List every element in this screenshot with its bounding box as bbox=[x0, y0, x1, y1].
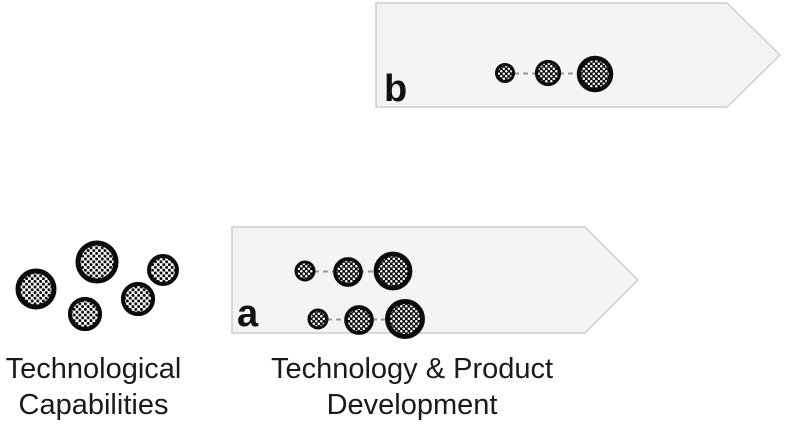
capability-dot bbox=[294, 260, 316, 282]
capability-dot bbox=[147, 254, 179, 286]
capability-dot bbox=[495, 63, 515, 83]
capability-dot bbox=[373, 251, 413, 291]
capability-dot bbox=[120, 281, 156, 317]
capability-dot bbox=[344, 305, 374, 335]
capability-dot bbox=[385, 299, 425, 339]
capability-dot bbox=[534, 59, 562, 87]
capability-dot bbox=[75, 240, 119, 284]
capability-dot bbox=[333, 257, 363, 287]
capability-dot bbox=[576, 55, 614, 93]
capability-dot bbox=[67, 296, 103, 332]
process-arrow-a bbox=[231, 226, 640, 334]
arrow-label-a: a bbox=[237, 293, 259, 335]
capability-dot bbox=[15, 268, 57, 310]
process-arrow-b bbox=[375, 2, 782, 108]
arrow-label-b: b bbox=[384, 68, 407, 110]
caption-technological-capabilities: Technological Capabilities bbox=[5, 353, 182, 421]
capability-dot bbox=[307, 308, 329, 330]
caption-technology-product-development: Technology & Product Development bbox=[270, 353, 554, 421]
